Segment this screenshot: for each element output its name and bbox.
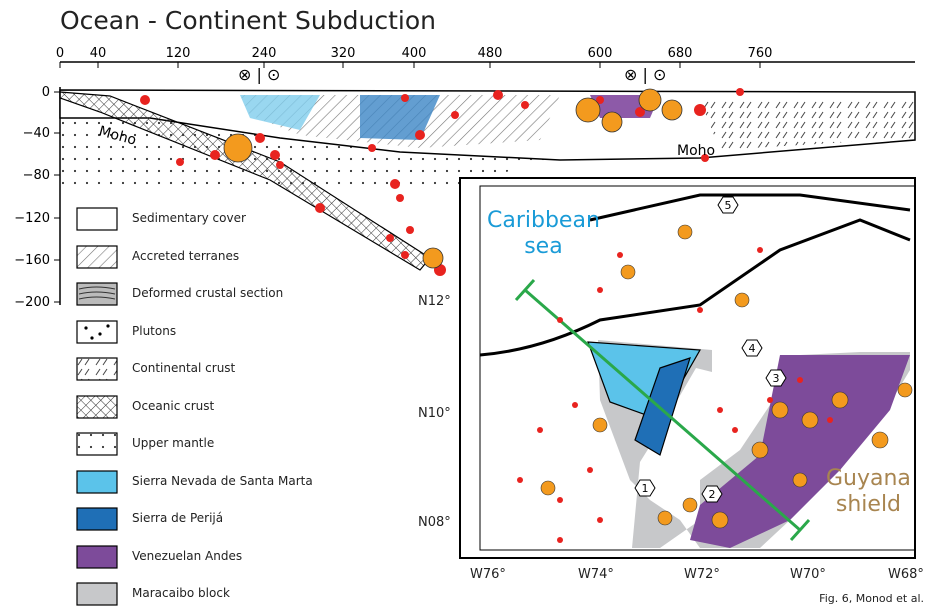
legend-swatch	[76, 507, 118, 531]
legend-swatch	[76, 544, 118, 569]
figure-credit: Fig. 6, Monod et al.	[819, 592, 924, 605]
legend-label: Deformed crustal section	[132, 286, 284, 300]
map-inner-frame	[479, 185, 916, 551]
x-tick-label: 600	[588, 46, 613, 61]
x-tick-label: 240	[252, 46, 277, 61]
section-perija	[360, 95, 440, 140]
lon-label-74: W74°	[578, 567, 614, 582]
perija-region	[634, 357, 691, 456]
legend-label: Oceanic crust	[132, 398, 215, 413]
legend-swatch	[76, 357, 118, 381]
legend-swatch	[76, 282, 118, 306]
section-continental	[700, 100, 915, 150]
plate-boundary	[479, 193, 911, 357]
lat-label-10: N10°	[418, 406, 451, 421]
y-tick-label: −160	[14, 253, 50, 268]
map-marker	[765, 369, 787, 387]
lat-label-12: N12°	[418, 294, 451, 309]
figure-title: Ocean - Continent Subduction	[60, 6, 436, 35]
legend-label: Venezuelan Andes	[132, 548, 243, 563]
x-tick-label: 680	[668, 46, 693, 61]
legend-label: Sierra de Perijá	[132, 511, 224, 525]
sea-word: sea	[524, 234, 563, 259]
lat-label-08: N08°	[418, 515, 451, 530]
andes-region	[690, 355, 910, 548]
lon-label-68: W68°	[888, 567, 924, 582]
map-marker	[701, 485, 723, 503]
profile-line	[524, 288, 801, 532]
lon-label-72: W72°	[684, 567, 720, 582]
map-marker	[741, 339, 763, 357]
out-of-plane-symbol: ⊗ | ⊙	[238, 65, 280, 84]
oceanic-slab	[59, 91, 431, 271]
x-tick-label: 400	[402, 46, 427, 61]
y-tick-label: −120	[14, 211, 50, 226]
map-marker	[634, 479, 656, 497]
legend-label: Sedimentary cover	[132, 211, 246, 225]
legend-label: Plutons	[132, 323, 177, 338]
legend-label: Sierra Nevada de Santa Marta	[132, 473, 313, 488]
legend-label: Accreted terranes	[132, 248, 240, 263]
legend-swatch	[76, 207, 118, 231]
caribbean-word: Caribbean	[487, 208, 600, 233]
legend-label: Upper mantle	[132, 436, 215, 450]
shield-word: shield	[835, 492, 902, 517]
map-marker	[717, 196, 739, 214]
guyana-label: Guyana shield	[826, 466, 911, 518]
y-tick-label: −80	[23, 168, 50, 183]
legend-swatch	[76, 244, 118, 269]
map-marker-label: 1	[642, 482, 649, 495]
map-marker-label: 2	[709, 488, 716, 501]
y-tick-label: −40	[23, 126, 50, 141]
x-tick-label: 760	[748, 46, 773, 61]
section-santa-marta	[240, 95, 320, 130]
x-tick-label: 0	[56, 46, 64, 61]
y-tick-label: 0	[42, 85, 50, 100]
guyana-word: Guyana	[826, 466, 911, 491]
map-marker-label: 3	[773, 372, 780, 385]
legend-swatch	[76, 394, 118, 419]
map-marker-label: 4	[749, 342, 756, 355]
caribbean-label: Caribbean sea	[487, 208, 600, 260]
lon-label-70: W70°	[790, 567, 826, 582]
map-marker-label: 5	[725, 199, 732, 212]
x-tick-label: 480	[478, 46, 503, 61]
legend-swatch	[76, 469, 118, 494]
legend-label: Continental crust	[132, 361, 236, 375]
y-tick-label: −200	[14, 295, 50, 310]
lon-label-76: W76°	[470, 567, 506, 582]
legend-swatch	[76, 319, 118, 344]
legend-swatch	[76, 582, 118, 606]
x-tick-label: 40	[90, 46, 107, 61]
moho-right-label: Moho	[677, 143, 715, 159]
x-tick-label: 120	[166, 46, 191, 61]
out-of-plane-symbol-2: ⊗ | ⊙	[624, 65, 666, 84]
legend-label: Maracaibo block	[132, 586, 230, 600]
legend-swatch	[76, 432, 118, 456]
x-tick-label: 320	[331, 46, 356, 61]
